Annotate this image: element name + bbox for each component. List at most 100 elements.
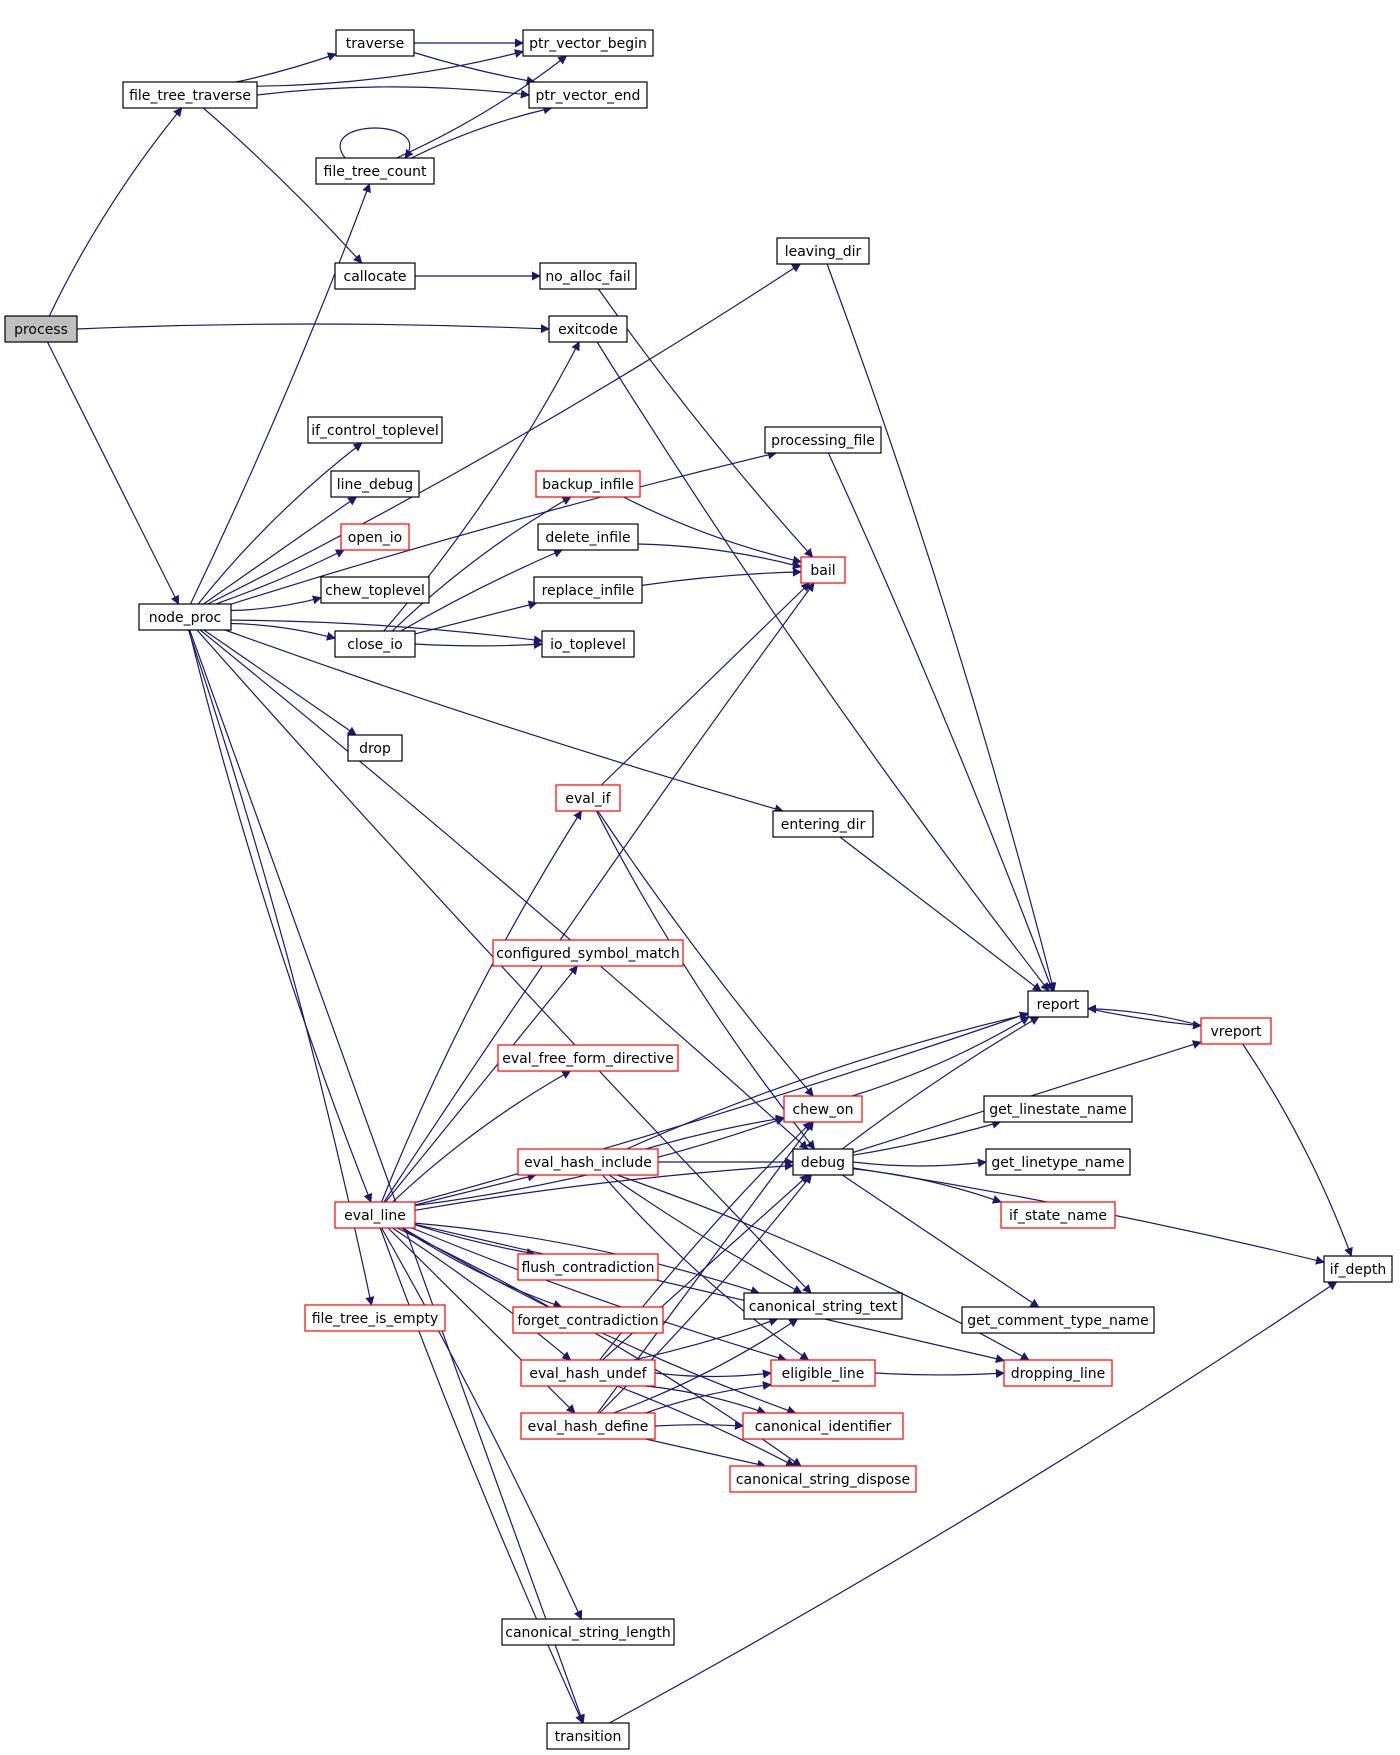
- node-configured-symbol-match[interactable]: configured_symbol_match: [492, 939, 684, 967]
- node-open-io[interactable]: open_io: [340, 523, 410, 551]
- edge-eval_line-to-flush_contradiction: [414, 1224, 536, 1257]
- node-label: forget_contradiction: [517, 1313, 658, 1329]
- node-box: [497, 1044, 679, 1072]
- node-delete-infile[interactable]: delete_infile: [537, 523, 639, 551]
- node-file-tree-count[interactable]: file_tree_count: [315, 157, 435, 185]
- node-forget-contradiction[interactable]: forget_contradiction: [512, 1306, 664, 1334]
- node-eval-free-form-directive[interactable]: eval_free_form_directive: [497, 1044, 679, 1072]
- node-chew-toplevel[interactable]: chew_toplevel: [320, 576, 430, 604]
- node-canonical-string-text[interactable]: canonical_string_text: [743, 1292, 903, 1320]
- edge-eval_line-to-report: [414, 1011, 1029, 1204]
- node-process[interactable]: process: [4, 315, 78, 343]
- node-label: line_debug: [337, 477, 413, 493]
- node-label: eval_hash_define: [528, 1419, 649, 1435]
- node-exitcode[interactable]: exitcode: [548, 315, 628, 343]
- node-box: [334, 262, 416, 290]
- node-label: get_comment_type_name: [967, 1313, 1148, 1329]
- node-bail[interactable]: bail: [800, 556, 846, 584]
- node-get-linestate-name[interactable]: get_linestate_name: [983, 1095, 1133, 1123]
- node-eval-if[interactable]: eval_if: [555, 784, 621, 812]
- node-leaving-dir[interactable]: leaving_dir: [776, 237, 870, 265]
- node-flush-contradiction[interactable]: flush_contradiction: [517, 1253, 659, 1281]
- edge-file_tree_count-to-file_tree_count: [339, 127, 414, 159]
- node-label: eligible_line: [782, 1366, 865, 1382]
- node-replace-infile[interactable]: replace_infile: [533, 576, 643, 604]
- node-get-comment-type-name[interactable]: get_comment_type_name: [961, 1306, 1155, 1334]
- node-dropping-line[interactable]: dropping_line: [1003, 1359, 1113, 1387]
- node-label: canonical_string_length: [505, 1625, 670, 1641]
- node-label: configured_symbol_match: [496, 946, 680, 962]
- node-label: if_control_toplevel: [311, 423, 439, 439]
- node-file-tree-traverse[interactable]: file_tree_traverse: [122, 81, 258, 109]
- node-eligible-line[interactable]: eligible_line: [770, 1359, 876, 1387]
- node-box: [985, 1148, 1131, 1176]
- node-label: replace_infile: [542, 583, 635, 599]
- node-label: no_alloc_fail: [545, 269, 630, 285]
- node-label: eval_free_form_directive: [502, 1051, 673, 1067]
- node-canonical-string-dispose[interactable]: canonical_string_dispose: [729, 1465, 917, 1493]
- node-transition[interactable]: transition: [546, 1722, 630, 1750]
- node-node-proc[interactable]: node_proc: [138, 603, 232, 631]
- node-close-io[interactable]: close_io: [334, 630, 416, 658]
- node-eval-hash-define[interactable]: eval_hash_define: [520, 1412, 656, 1440]
- edge-node_proc-to-entering_dir: [224, 629, 784, 814]
- node-backup-infile[interactable]: backup_infile: [535, 470, 641, 498]
- edge-eval_line-to-dropping_line: [414, 1223, 1005, 1364]
- node-eval-line[interactable]: eval_line: [334, 1201, 416, 1229]
- node-file-tree-is-empty[interactable]: file_tree_is_empty: [304, 1304, 446, 1332]
- edge-eval_if-to-debug: [595, 810, 816, 1150]
- edge-file_tree_traverse-to-ptr_vector_begin: [256, 49, 524, 87]
- node-traverse[interactable]: traverse: [335, 29, 415, 57]
- node-box: [334, 630, 416, 658]
- node-io-toplevel[interactable]: io_toplevel: [541, 630, 635, 658]
- node-label: chew_on: [792, 1102, 853, 1118]
- node-if-depth[interactable]: if_depth: [1323, 1255, 1393, 1283]
- edge-process-to-exitcode: [76, 323, 550, 334]
- node-ptr-vector-begin[interactable]: ptr_vector_begin: [522, 29, 654, 57]
- node-if-state-name[interactable]: if_state_name: [1000, 1201, 1116, 1229]
- node-box: [520, 1412, 656, 1440]
- edge-leaving_dir-to-report: [826, 263, 1057, 992]
- node-line-debug[interactable]: line_debug: [330, 470, 420, 498]
- node-label: close_io: [347, 637, 403, 653]
- node-label: report: [1037, 997, 1080, 1013]
- edge-eval_if-to-chew_on: [597, 810, 814, 1097]
- edge-node_proc-to-file_tree_count: [189, 183, 371, 605]
- node-no-alloc-fail[interactable]: no_alloc_fail: [539, 262, 637, 290]
- node-box: [517, 1253, 659, 1281]
- node-eval-hash-include[interactable]: eval_hash_include: [517, 1148, 659, 1176]
- node-entering-dir[interactable]: entering_dir: [772, 810, 874, 838]
- edge-report-to-vreport: [1087, 1008, 1202, 1030]
- node-box: [315, 157, 435, 185]
- node-label: get_linestate_name: [989, 1102, 1126, 1118]
- node-label: file_tree_count: [324, 164, 427, 180]
- node-box: [4, 315, 78, 343]
- node-label: io_toplevel: [550, 637, 626, 653]
- node-get-linetype-name[interactable]: get_linetype_name: [985, 1148, 1131, 1176]
- node-canonical-identifier[interactable]: canonical_identifier: [742, 1412, 904, 1440]
- edge-exitcode-to-report: [596, 341, 1050, 992]
- edge-vreport-to-report: [1087, 1004, 1202, 1027]
- edge-vreport-to-if_depth: [1242, 1043, 1353, 1257]
- node-ptr-vector-end[interactable]: ptr_vector_end: [528, 81, 648, 109]
- edge-close_io-to-delete_infile: [400, 549, 563, 632]
- node-chew-on[interactable]: chew_on: [783, 1095, 863, 1123]
- node-eval-hash-undef[interactable]: eval_hash_undef: [520, 1359, 656, 1387]
- node-vreport[interactable]: vreport: [1200, 1017, 1272, 1045]
- edge-eval_hash_define-to-canonical_string_dispose: [645, 1438, 767, 1469]
- node-drop[interactable]: drop: [347, 734, 403, 762]
- edge-eval_if-to-bail: [600, 582, 811, 786]
- node-label: eval_if: [565, 791, 611, 807]
- node-callocate[interactable]: callocate: [334, 262, 416, 290]
- node-processing-file[interactable]: processing_file: [764, 426, 882, 454]
- edge-eval_line-to-configured_symbol_match: [385, 965, 578, 1203]
- edge-transition-to-if_depth: [609, 1281, 1338, 1724]
- edge-eval_line-to-eval_hash_undef: [392, 1227, 572, 1361]
- node-box: [1003, 1359, 1113, 1387]
- node-report[interactable]: report: [1027, 990, 1089, 1018]
- node-label: processing_file: [771, 433, 875, 449]
- node-debug[interactable]: debug: [792, 1148, 854, 1176]
- node-if-control-toplevel[interactable]: if_control_toplevel: [307, 416, 443, 444]
- node-canonical-string-length[interactable]: canonical_string_length: [501, 1618, 675, 1646]
